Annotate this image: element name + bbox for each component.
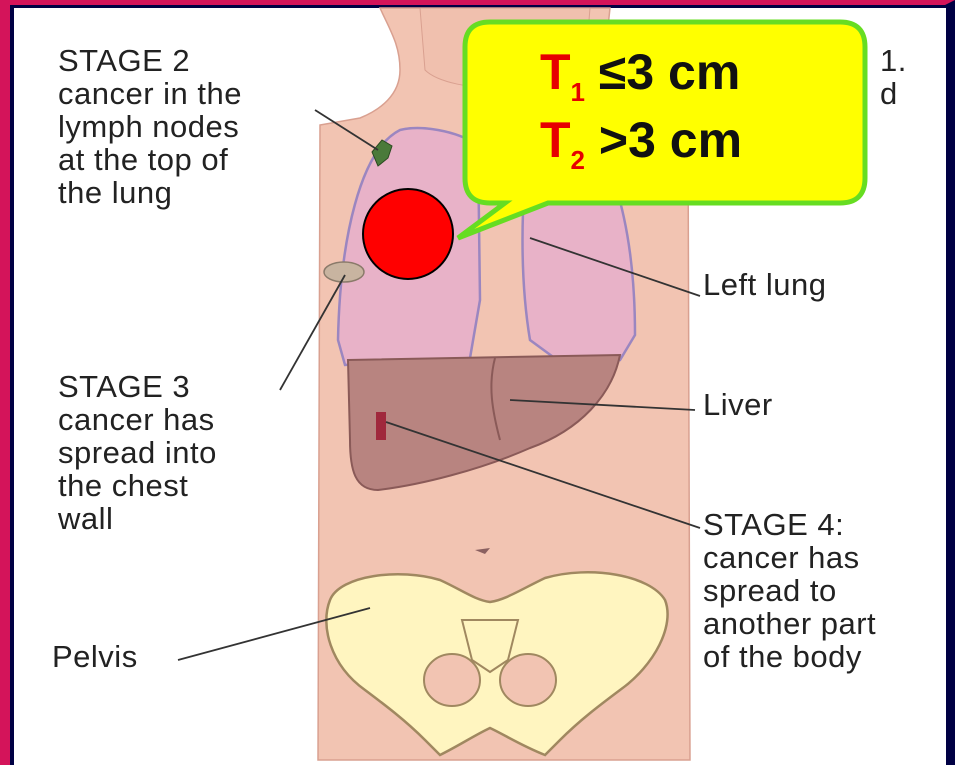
stage1-partial-label: 1. d — [880, 44, 907, 110]
rib-lesion — [324, 262, 364, 282]
pelvis-hole-right — [500, 654, 556, 706]
stage2-label: STAGE 2 cancer in the lymph nodes at the… — [58, 44, 242, 209]
t2-criterion: >3 cm — [585, 112, 742, 168]
liver-label: Liver — [703, 388, 773, 421]
callout-row-t1: T1 ≤3 cm — [540, 42, 742, 110]
left-lung-label: Left lung — [703, 268, 826, 301]
tumor-size-callout: T1 ≤3 cm T2 >3 cm — [540, 42, 742, 178]
t2-symbol: T — [540, 112, 571, 168]
pelvis-hole-left — [424, 654, 480, 706]
t1-subscript: 1 — [571, 77, 585, 107]
stage3-label: STAGE 3 cancer has spread into the chest… — [58, 370, 217, 535]
t2-subscript: 2 — [571, 145, 585, 175]
callout-row-t2: T2 >3 cm — [540, 110, 742, 178]
tumor-circle — [363, 189, 453, 279]
t1-symbol: T — [540, 44, 571, 100]
pelvis-label: Pelvis — [52, 640, 138, 673]
t1-criterion: ≤3 cm — [585, 44, 740, 100]
chest-wall-lesion — [376, 412, 386, 440]
stage4-label: STAGE 4: cancer has spread to another pa… — [703, 508, 876, 673]
